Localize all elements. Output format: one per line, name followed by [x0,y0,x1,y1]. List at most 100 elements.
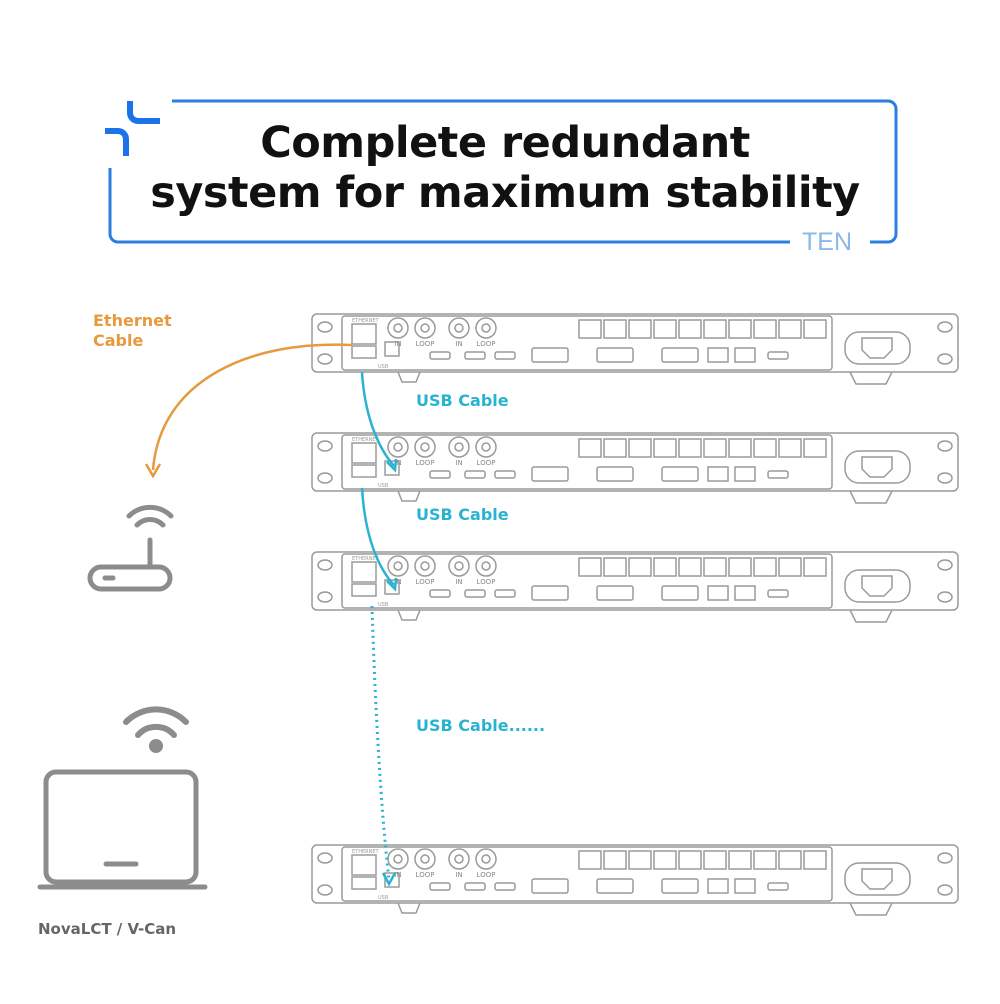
bnc-loop-label: LOOP [416,459,435,467]
hdmi-port [464,882,486,891]
usb-cable-label-2: USB Cable [416,505,509,524]
device-foot [849,609,893,623]
bnc-in-label: IN [394,578,401,586]
ethernet-output-port [703,557,727,577]
usb-cable-3-dotted [370,605,391,881]
ethernet-output-port [728,438,752,458]
bnc-connector [448,436,470,458]
ethernet-output-port [578,319,602,339]
dvi-port [596,347,634,363]
ethernet-output-port [778,557,802,577]
rack-hole [937,440,953,452]
bnc-loop-label: LOOP [416,578,435,586]
rack-hole [937,852,953,864]
bnc-connector [448,848,470,870]
bnc-connector [414,555,436,577]
bnc-connector [387,555,409,577]
bnc-connector [475,555,497,577]
bnc-connector-core [420,561,430,571]
ethernet-output-port [678,319,702,339]
usb-b-port [384,579,400,595]
bnc-in-label: IN [394,340,401,348]
bnc-connector [387,317,409,339]
ethernet-output-port [578,850,602,870]
ethernet-port-label: ETHERNET [352,318,380,324]
bnc-connector-core [393,561,403,571]
bnc-connector-core [481,323,491,333]
ethernet-output-port [628,438,652,458]
ethernet-output-port [728,319,752,339]
hdmi-port [494,351,516,360]
power-socket [844,862,911,896]
bnc-connector-core [393,442,403,452]
hdmi-port [429,589,451,598]
bnc-loop-label: LOOP [477,578,496,586]
bnc-loop-label: LOOP [477,871,496,879]
sfp-port [734,466,756,482]
device-foot [397,371,421,383]
dvi-port [596,585,634,601]
ethernet-output-port [653,850,677,870]
device-chassis [311,551,959,611]
device-foot [397,902,421,914]
hdmi-port [429,882,451,891]
device-rear-panel [341,434,833,490]
ethernet-output-port [603,438,627,458]
ethernet-port-label: ETHERNET [352,849,380,855]
device-rear-panel [341,553,833,609]
usb-cable-3-arrow [381,872,397,887]
router-icon [87,504,174,592]
usb-a-port [351,345,377,359]
dvi-port [661,878,699,894]
bnc-connector-core [481,854,491,864]
ethernet-output-port [753,850,777,870]
device-foot [397,490,421,502]
device-rear-panel [341,846,833,902]
usb-a-port [351,876,377,890]
ethernet-output-port [653,557,677,577]
bnc-connector [387,436,409,458]
hdmi-port [767,470,789,479]
bnc-connector-core [420,442,430,452]
usb-b-port [384,460,400,476]
device-foot [849,371,893,385]
dvi-port [596,466,634,482]
ethernet-output-port [653,438,677,458]
bnc-loop-label: LOOP [416,871,435,879]
bnc-connector [475,317,497,339]
bnc-loop-label: LOOP [477,340,496,348]
usb-port-label: USB [378,895,389,901]
power-socket [844,569,911,603]
rack-hole [937,353,953,365]
title-frame [108,99,898,244]
usb-cable-2 [360,487,398,592]
bnc-connector-core [420,323,430,333]
hdmi-port [429,470,451,479]
ethernet-output-port [628,557,652,577]
ethernet-cable [144,343,353,479]
bnc-in-label: IN [455,340,462,348]
rack-hole [317,884,333,896]
page-title: Complete redundant system for maximum st… [110,118,900,218]
title-line-1: Complete redundant [260,118,750,168]
bnc-connector [475,436,497,458]
ethernet-output-port [603,850,627,870]
bnc-connector [475,848,497,870]
dvi-port [661,466,699,482]
dvi-port [531,878,569,894]
bnc-in-label: IN [455,578,462,586]
bnc-connector [414,317,436,339]
bnc-connector [414,436,436,458]
bnc-in-label: IN [394,871,401,879]
sfp-port [734,347,756,363]
bnc-connector-core [481,442,491,452]
rack-hole [937,472,953,484]
ethernet-output-port [678,557,702,577]
laptop-icon [37,769,208,890]
ethernet-output-port [728,850,752,870]
ethernet-output-port [703,850,727,870]
ethernet-output-port [678,850,702,870]
ethernet-port-label: ETHERNET [352,556,380,562]
